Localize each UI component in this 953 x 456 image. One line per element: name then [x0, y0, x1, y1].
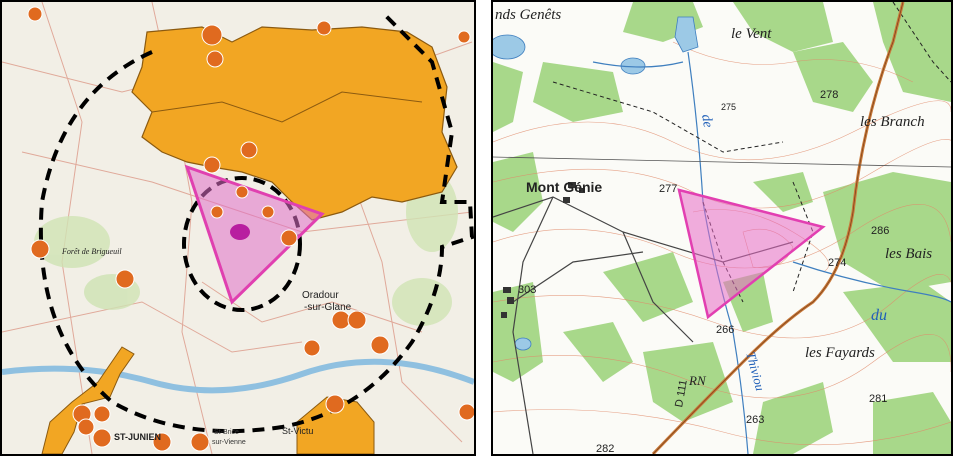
monument-icon [331, 310, 351, 330]
monument-icon [370, 335, 390, 355]
monument-icon [93, 405, 111, 423]
monument-icon [316, 20, 332, 36]
place-label-les-fayards: les Fayards [805, 345, 875, 361]
place-label-saint-junien: ST-JUNIEN [114, 432, 161, 442]
elevation-282: 282 [596, 443, 614, 454]
monument-icon [458, 403, 474, 421]
elevation-274: 274 [828, 257, 846, 269]
topographic-map-panel[interactable]: nds Genêts le Vent Mont Génie les Branch… [491, 0, 953, 456]
monument-icon [203, 156, 221, 174]
main-road-rn-outline [652, 2, 904, 454]
river-vienne [2, 358, 474, 394]
monument-icon [280, 229, 298, 247]
place-label-saint-victurnien: St-Victu [282, 426, 313, 436]
river-label-du: du [871, 307, 887, 324]
elevation-281: 281 [869, 393, 887, 405]
place-label-oradour: Oradour [302, 290, 339, 301]
elevation-277: 277 [659, 183, 677, 195]
regional-map-panel[interactable]: Forêt de Brigueuil Oradour -sur-Glane ST… [0, 0, 476, 456]
monument-icon [77, 418, 95, 436]
buildings [501, 182, 585, 318]
road-label-rn: RN [688, 373, 707, 388]
elevation-263: 263 [746, 414, 764, 426]
monument-icon [235, 185, 249, 199]
elevation-303: 303 [518, 284, 536, 296]
monument-icon [261, 205, 275, 219]
elevation-278: 278 [820, 89, 838, 101]
protected-zone-southwest [41, 346, 135, 454]
monument-icon [303, 339, 321, 357]
place-label-les-branches: les Branch [860, 114, 925, 130]
monument-icon [190, 432, 210, 452]
place-label-sur-vienne: sur-Vienne [212, 439, 246, 446]
buffer-circle-large [38, 10, 474, 434]
project-site-triangle[interactable] [677, 188, 826, 320]
protected-zone-southeast [296, 396, 375, 454]
monument-icon [30, 239, 50, 259]
monument-icon [210, 205, 224, 219]
monument-icon [27, 6, 43, 22]
place-label-mont-genie: Mont Génie [526, 179, 602, 195]
place-label-saint-brice: St-Brice [214, 429, 239, 436]
monument-icon [152, 432, 172, 452]
monument-icon [240, 141, 258, 159]
project-site-triangle[interactable] [184, 164, 325, 305]
elevation-266: 266 [716, 324, 734, 336]
site-center-marker [230, 224, 250, 240]
buffer-circle-small [182, 176, 302, 312]
topographic-map-svg: nds Genêts le Vent Mont Génie les Branch… [493, 2, 951, 454]
monument-icon [92, 428, 112, 448]
protected-zone-north [131, 26, 458, 221]
place-label-les-bais: les Bais [885, 246, 932, 262]
zone-internal-border [151, 91, 423, 123]
monument-icon [115, 269, 135, 289]
forest-areas [493, 2, 951, 454]
monument-icon [347, 310, 367, 330]
monument-markers [27, 6, 474, 452]
monument-icon [457, 30, 471, 44]
elevation-286: 286 [871, 225, 889, 237]
monument-icon [325, 394, 345, 414]
regional-map-svg: Forêt de Brigueuil Oradour -sur-Glane ST… [2, 2, 474, 454]
monument-icon [206, 50, 224, 68]
monument-icon [201, 24, 223, 46]
river-label-thivioux: Thiviou [743, 350, 768, 393]
place-label-grands-genets: nds Genêts [495, 7, 561, 23]
place-label-forest: Forêt de Brigueuil [61, 247, 122, 256]
river-label-de: de [698, 113, 715, 129]
elevation-275: 275 [721, 102, 736, 112]
elevation-points: 278 275 277 286 274 303 266 263 281 282 [518, 89, 889, 454]
road-label-d111: D 111 [673, 379, 690, 408]
place-label-oradour-sur-glane: -sur-Glane [304, 302, 352, 313]
place-label-le-vent: le Vent [731, 26, 772, 42]
power-line [493, 156, 951, 168]
